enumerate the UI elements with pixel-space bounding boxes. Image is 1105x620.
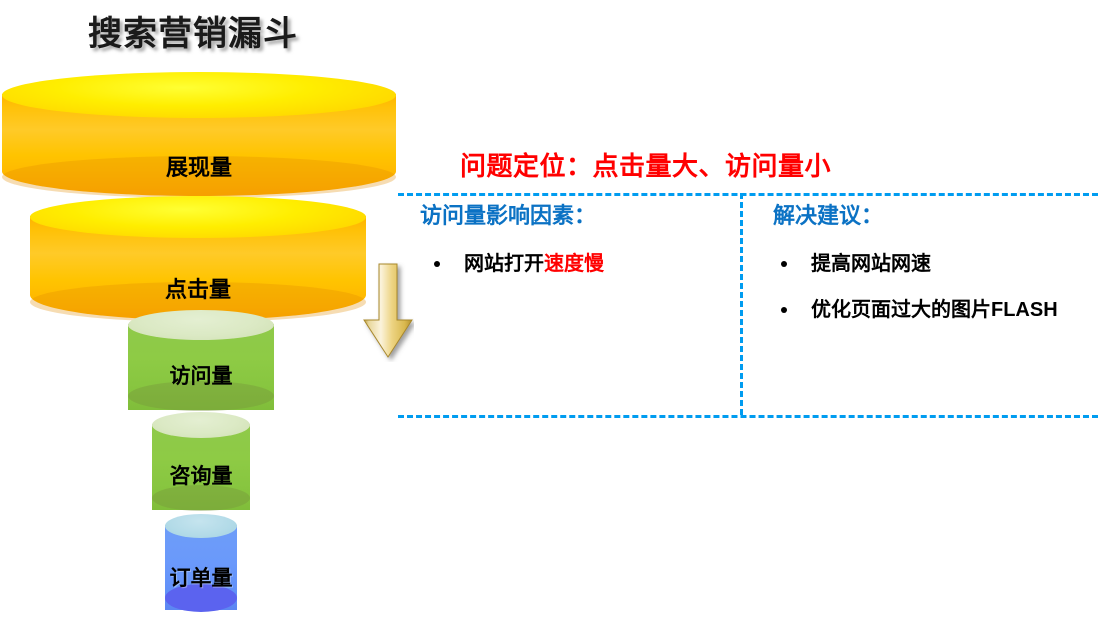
funnel-stage-label: 订单量 xyxy=(169,567,233,590)
bullet-text: 提高网站网速 xyxy=(811,253,931,275)
page-title: 搜索营销漏斗 xyxy=(88,15,298,53)
cylinder-body xyxy=(152,424,250,510)
bullet-list: 提高网站网速 优化页面过大的图片FLASH xyxy=(763,252,1093,322)
bullet-text: 网站打开 xyxy=(464,253,544,275)
funnel-stage-label: 咨询量 xyxy=(169,465,233,488)
funnel-stage-consultations[interactable]: 咨询量 xyxy=(152,412,250,511)
cylinder-bottom-shade xyxy=(2,156,396,198)
bullet-dot-icon xyxy=(781,261,787,267)
list-item[interactable]: 提高网站网速 xyxy=(763,252,1093,276)
list-item[interactable]: 优化页面过大的图片FLASH xyxy=(763,298,1093,322)
cylinder-top-ellipse xyxy=(152,412,250,438)
cylinder-bottom-shade xyxy=(165,584,237,612)
analysis-panel: 问题定位：点击量大、访问量小 访问量影响因素： 网站打开速度慢 解决建议： 提高… xyxy=(398,140,1098,420)
divider-top xyxy=(398,193,1098,196)
cylinder-top-ellipse xyxy=(165,514,237,538)
funnel-stage-visits[interactable]: 访问量 xyxy=(128,310,274,411)
column-title: 访问量影响因素： xyxy=(420,203,597,228)
down-arrow-icon xyxy=(362,262,414,362)
bullet-dot-icon xyxy=(781,307,787,313)
divider-bottom xyxy=(398,415,1098,418)
bullet-dot-icon xyxy=(434,261,440,267)
column-influencing-factors: 访问量影响因素： 网站打开速度慢 xyxy=(420,198,735,298)
bullet-text: 优化页面过大的图片FLASH xyxy=(811,299,1058,321)
funnel-stage-label: 展现量 xyxy=(165,155,232,180)
panel-heading: 问题定位：点击量大、访问量小 xyxy=(460,151,832,181)
bullet-list: 网站打开速度慢 xyxy=(420,252,735,276)
bullet-text-highlight: 速度慢 xyxy=(544,253,604,275)
column-recommendations: 解决建议： 提高网站网速 优化页面过大的图片FLASH xyxy=(763,198,1093,344)
cylinder-bottom-shade xyxy=(128,381,274,411)
list-item[interactable]: 网站打开速度慢 xyxy=(420,252,735,276)
cylinder-bottom-shade xyxy=(152,485,250,511)
divider-vertical xyxy=(740,193,743,415)
funnel-stage-clicks[interactable]: 点击量 xyxy=(30,196,366,322)
funnel-stage-label: 点击量 xyxy=(164,277,231,302)
column-title: 解决建议： xyxy=(773,203,884,228)
cylinder-top-ellipse xyxy=(128,310,274,340)
funnel-diagram: 展现量 点击量 访问量 咨询量 订单量 xyxy=(0,0,420,620)
funnel-stage-orders[interactable]: 订单量 xyxy=(165,514,237,612)
cylinder-top-ellipse xyxy=(2,72,396,118)
cylinder-top-ellipse xyxy=(30,196,366,238)
funnel-stage-label: 访问量 xyxy=(169,365,233,388)
funnel-stage-impressions[interactable]: 展现量 xyxy=(2,72,396,198)
